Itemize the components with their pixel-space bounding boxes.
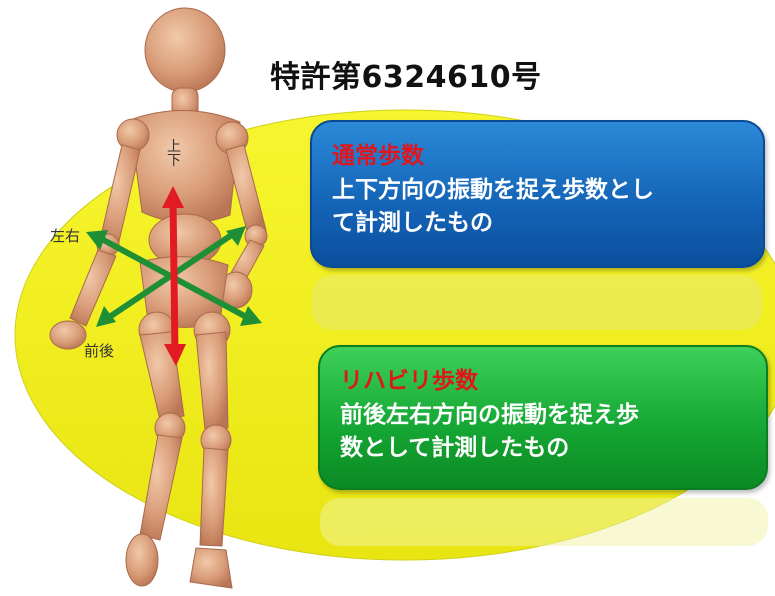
blue-box-reflection (312, 275, 762, 330)
green-box-reflection (320, 498, 768, 546)
rehab-steps-heading: リハビリ歩数 (340, 368, 478, 394)
patent-title: 特許第6324610号 (270, 60, 542, 95)
axis-label-lateral: 左右 (50, 227, 81, 245)
rehab-steps-box: リハビリ歩数 前後左右方向の振動を捉え歩 数として計測したもの (318, 345, 768, 490)
vertical-arrow (162, 186, 186, 366)
normal-steps-box: 通常歩数 上下方向の振動を捉え歩数とし て計測したもの (310, 120, 765, 268)
normal-steps-description: 上下方向の振動を捉え歩数とし て計測したもの (332, 177, 654, 236)
rehab-steps-description: 前後左右方向の振動を捉え歩 数として計測したもの (340, 402, 639, 461)
normal-steps-heading: 通常歩数 (332, 143, 424, 169)
axis-label-vertical: 上下 (167, 139, 181, 169)
axis-label-front-back: 前後 (84, 342, 115, 360)
